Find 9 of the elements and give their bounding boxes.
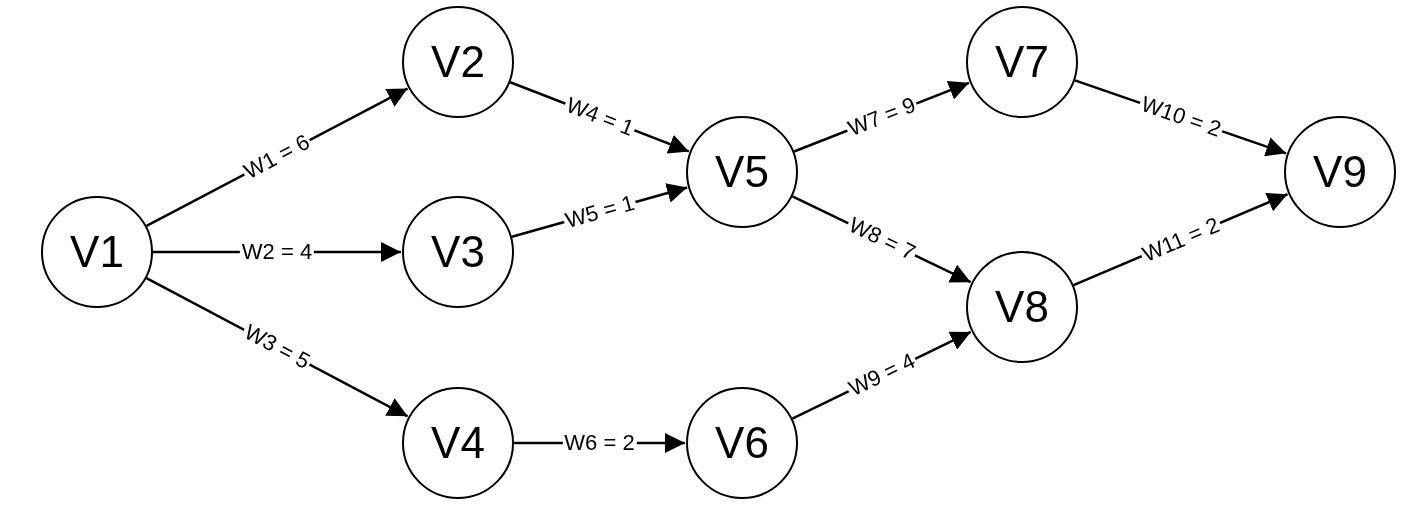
node-label: V1 (70, 230, 124, 274)
node-label: V3 (431, 230, 485, 274)
node-label: V7 (995, 40, 1049, 84)
node-label: V9 (1313, 150, 1367, 194)
node-label: V8 (995, 285, 1049, 329)
node-label: V6 (715, 421, 769, 465)
node-label: V2 (431, 40, 485, 84)
node-label: V4 (431, 421, 485, 465)
node-label: V5 (715, 150, 769, 194)
